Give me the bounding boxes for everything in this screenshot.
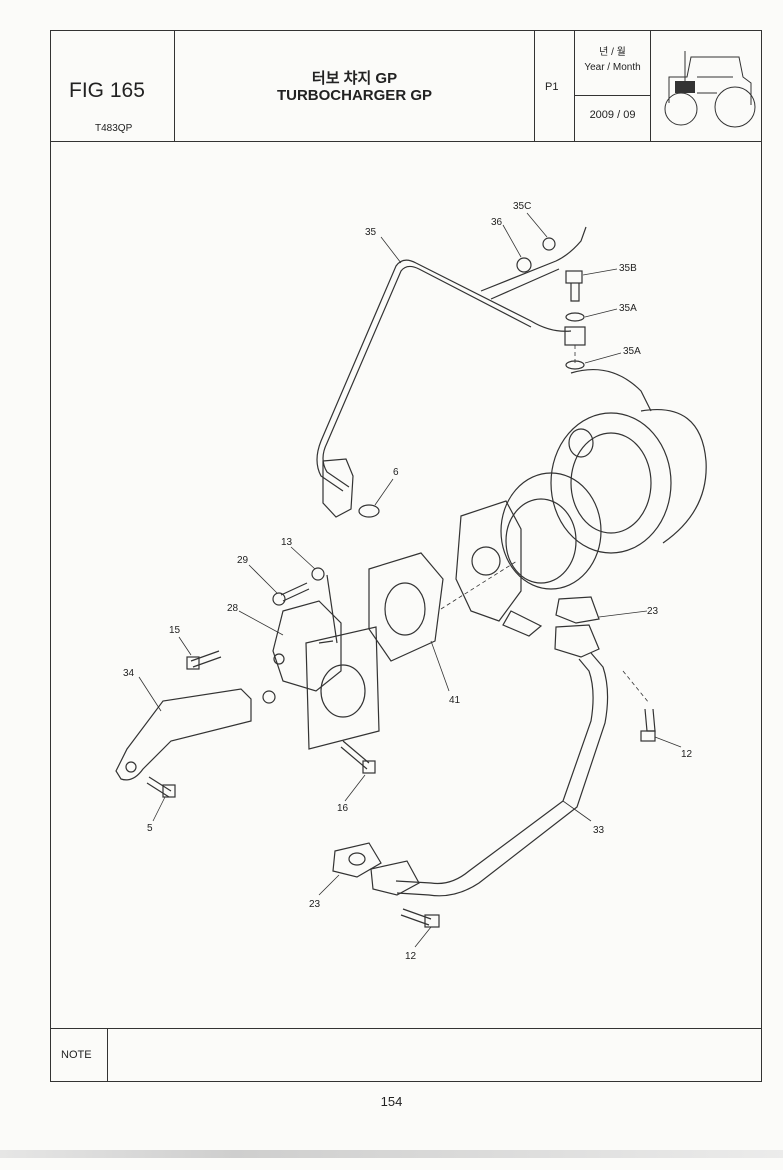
callout-35c: 35C — [513, 201, 531, 212]
turbine-housing — [640, 409, 707, 544]
gasket-23-lower — [332, 842, 382, 878]
callout-15: 15 — [169, 625, 181, 636]
callout-36: 36 — [491, 217, 503, 228]
gasket-41 — [368, 552, 444, 662]
title-cell: 터보 챠지 GP TURBOCHARGER GP — [175, 31, 535, 141]
date-label-korean: 년 / 월 — [599, 47, 626, 58]
gasket-6 — [358, 504, 380, 518]
date-cell: 년 / 월 Year / Month 2009 / 09 — [575, 31, 651, 141]
page-code-cell: P1 — [535, 31, 575, 141]
figure-number: FIG 165 — [69, 79, 145, 102]
banjo-35 — [564, 326, 586, 346]
callout-35: 35 — [365, 227, 377, 238]
page-number: 154 — [380, 1094, 403, 1109]
banjo-bolt-35b — [565, 270, 583, 284]
note-label-cell: NOTE — [51, 1029, 108, 1082]
header-block: FIG 165 T483QP 터보 챠지 GP TURBOCHARGER GP … — [51, 31, 761, 142]
title-korean: 터보 챠지 GP — [311, 70, 398, 87]
callout-16: 16 — [337, 803, 349, 814]
pipe-flange-bottom — [370, 860, 420, 896]
callout-5: 5 — [147, 823, 153, 834]
callout-35a-upper: 35A — [619, 303, 637, 314]
turbo-compressor-housing — [550, 412, 672, 554]
bolt-15 — [190, 650, 222, 668]
fitting-35c — [542, 237, 556, 251]
gasket-23-upper — [555, 596, 600, 624]
callout-34: 34 — [123, 668, 135, 679]
callout-13: 13 — [281, 537, 293, 548]
callout-23-upper: 23 — [647, 606, 659, 617]
figure-cell: FIG 165 T483QP — [51, 31, 175, 141]
callout-28: 28 — [227, 603, 239, 614]
bolt-12-upper — [644, 708, 656, 732]
page-code: P1 — [545, 81, 559, 93]
callout-23-lower: 23 — [309, 899, 321, 910]
date-label-box: 년 / 월 Year / Month — [575, 31, 650, 96]
bolt-5 — [146, 776, 172, 798]
bolt-29 — [280, 582, 310, 602]
oil-return-pipe-33 — [395, 658, 594, 885]
fitting-36 — [516, 257, 532, 273]
callout-41: 41 — [449, 695, 461, 706]
bolt-16 — [340, 740, 370, 770]
model-code: T483QP — [95, 123, 133, 134]
pipe-flange-top — [554, 624, 600, 658]
callout-6: 6 — [393, 467, 399, 478]
callout-12-lower: 12 — [405, 951, 417, 962]
tractor-thumbnail-icon — [664, 51, 756, 128]
callout-33: 33 — [593, 825, 605, 836]
title-english: TURBOCHARGER GP — [276, 87, 432, 104]
pipe-flange — [322, 458, 354, 518]
scan-edge-strip — [0, 1150, 783, 1158]
center-housing — [500, 472, 602, 590]
nut-13 — [311, 567, 325, 581]
bolt-12-lower — [400, 908, 432, 926]
turbocharger-exploded-diagram: 35 36 35C 35B 35A 35A 6 13 29 28 15 34 4… — [115, 201, 707, 962]
callout-29: 29 — [237, 555, 249, 566]
washer-35a-upper — [565, 312, 585, 322]
date-value: 2009 / 09 — [589, 109, 636, 121]
oil-feed-pipe-35 — [316, 259, 572, 492]
callout-35b: 35B — [619, 263, 637, 274]
date-label-english: Year / Month — [584, 62, 641, 73]
turbine-outlet-flange — [455, 500, 522, 622]
note-label: NOTE — [61, 1049, 92, 1061]
callout-35a-lower: 35A — [623, 346, 641, 357]
callout-12-upper: 12 — [681, 749, 693, 760]
note-row: NOTE — [51, 1028, 761, 1082]
page-frame: FIG 165 T483QP 터보 챠지 GP TURBOCHARGER GP … — [50, 30, 762, 1082]
bracket-34 — [115, 688, 252, 781]
